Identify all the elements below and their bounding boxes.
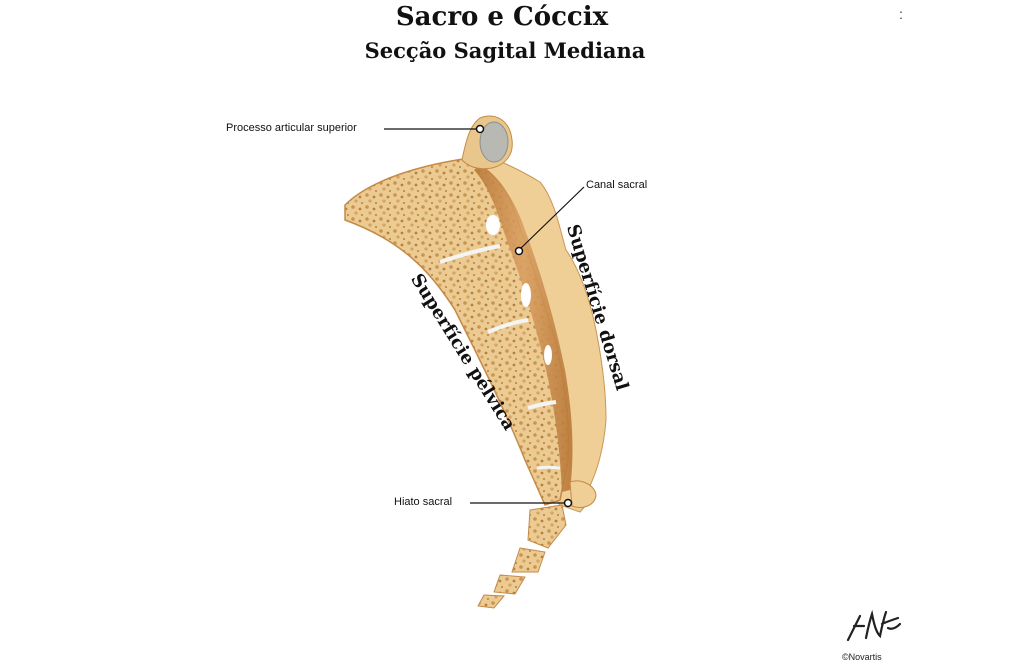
sacral-cornu: [569, 480, 597, 509]
label-superior-articular-process: Processo articular superior: [226, 122, 357, 134]
netter-signature: [846, 609, 902, 642]
foramen: [486, 215, 500, 235]
coccyx-segment: [511, 547, 546, 573]
foramen: [521, 283, 531, 307]
marker-sacral-canal: [514, 246, 524, 256]
marker-sacral-hiatus: [563, 498, 573, 508]
coccyx-segment: [527, 504, 567, 549]
foramen: [544, 345, 552, 365]
page-title: Sacro e Cóccix: [395, 2, 609, 32]
stray-mark: :: [899, 6, 903, 22]
coccyx-segment: [477, 594, 506, 609]
articular-cartilage: [479, 121, 509, 163]
leader-line-sacral-canal: [519, 186, 585, 250]
intervertebral-line: [536, 465, 561, 470]
copyright: ©Novartis: [842, 652, 882, 662]
page-subtitle: Secção Sagital Mediana: [364, 38, 646, 63]
intervertebral-line: [439, 244, 501, 264]
intervertebral-line: [527, 400, 557, 410]
marker-superior-articular-process: [475, 124, 485, 134]
label-sacral-hiatus: Hiato sacral: [394, 496, 453, 508]
sacral-canal-shape: [474, 165, 573, 492]
coccyx-segment: [493, 574, 526, 595]
intervertebral-line: [487, 318, 529, 334]
label-sacral-canal: Canal sacral: [586, 179, 648, 191]
